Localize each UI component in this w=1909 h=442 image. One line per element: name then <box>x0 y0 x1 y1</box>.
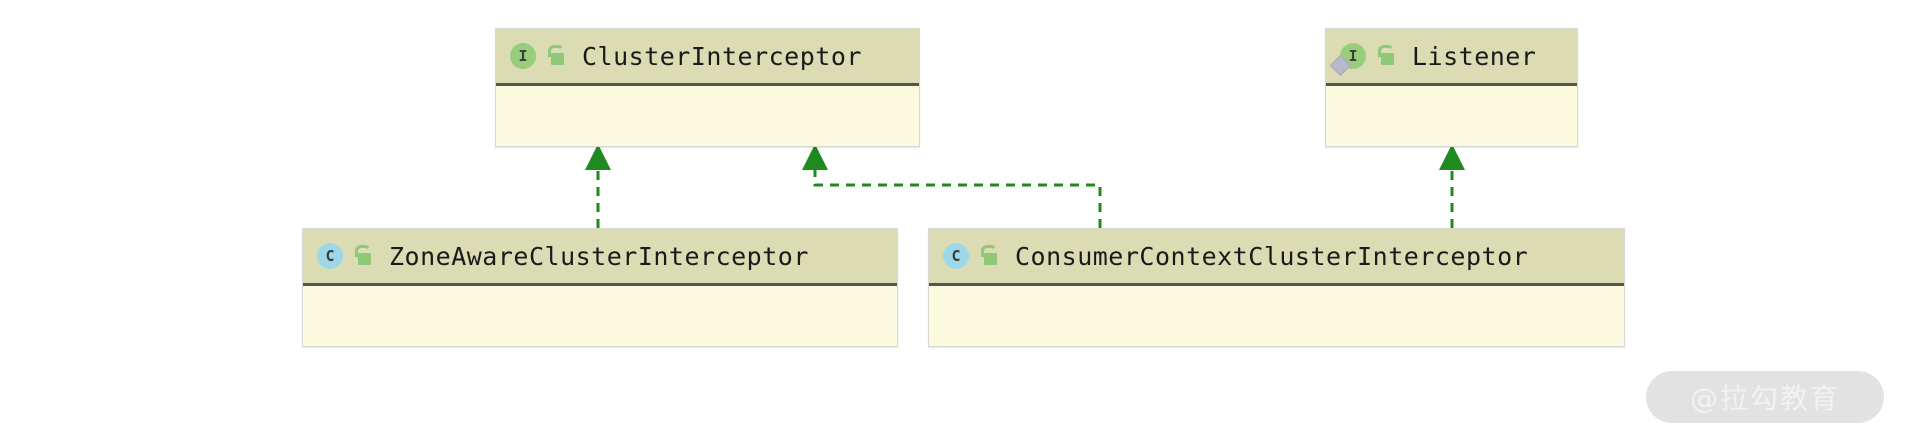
interface-badge-icon: I <box>1329 43 1366 77</box>
uml-node-listener[interactable]: I Listener <box>1325 28 1578 147</box>
open-padlock-icon <box>1375 45 1395 67</box>
uml-node-members-compartment <box>1326 86 1577 145</box>
watermark-badge: @拉勾教育 <box>1646 371 1884 423</box>
edge-zone-aware-implements-cluster-interceptor <box>585 144 611 228</box>
uml-node-members-compartment <box>929 286 1624 345</box>
open-padlock-icon <box>978 245 998 267</box>
uml-node-header: C ZoneAwareClusterInterceptor <box>303 229 897 286</box>
uml-node-title: ClusterInterceptor <box>582 41 862 71</box>
open-padlock-icon <box>352 245 372 267</box>
uml-node-header: C ConsumerContextClusterInterceptor <box>929 229 1624 286</box>
open-padlock-icon <box>545 45 565 67</box>
watermark-text: @拉勾教育 <box>1689 382 1840 415</box>
uml-node-consumer-context-cluster-interceptor[interactable]: C ConsumerContextClusterInterceptor <box>928 228 1625 347</box>
edge-consumer-context-implements-cluster-interceptor <box>802 144 1102 228</box>
uml-node-title: Listener <box>1412 41 1537 71</box>
class-badge-icon: C <box>943 243 969 269</box>
edge-line <box>813 165 1102 228</box>
uml-node-zone-aware-cluster-interceptor[interactable]: C ZoneAwareClusterInterceptor <box>302 228 898 347</box>
uml-node-cluster-interceptor[interactable]: I ClusterInterceptor <box>495 28 920 147</box>
uml-node-members-compartment <box>496 86 919 145</box>
uml-node-header: I Listener <box>1326 29 1577 86</box>
interface-badge-letter: I <box>1348 47 1358 65</box>
uml-node-members-compartment <box>303 286 897 345</box>
uml-node-header: I ClusterInterceptor <box>496 29 919 86</box>
edge-arrowhead-triangle <box>802 144 828 170</box>
interface-badge-icon: I <box>510 43 536 69</box>
class-badge-icon: C <box>317 243 343 269</box>
uml-node-title: ZoneAwareClusterInterceptor <box>389 241 809 271</box>
uml-node-title: ConsumerContextClusterInterceptor <box>1015 241 1529 271</box>
edge-arrowhead-triangle <box>1439 144 1465 170</box>
edge-arrowhead-triangle <box>585 144 611 170</box>
edge-consumer-context-implements-listener <box>1439 144 1465 228</box>
